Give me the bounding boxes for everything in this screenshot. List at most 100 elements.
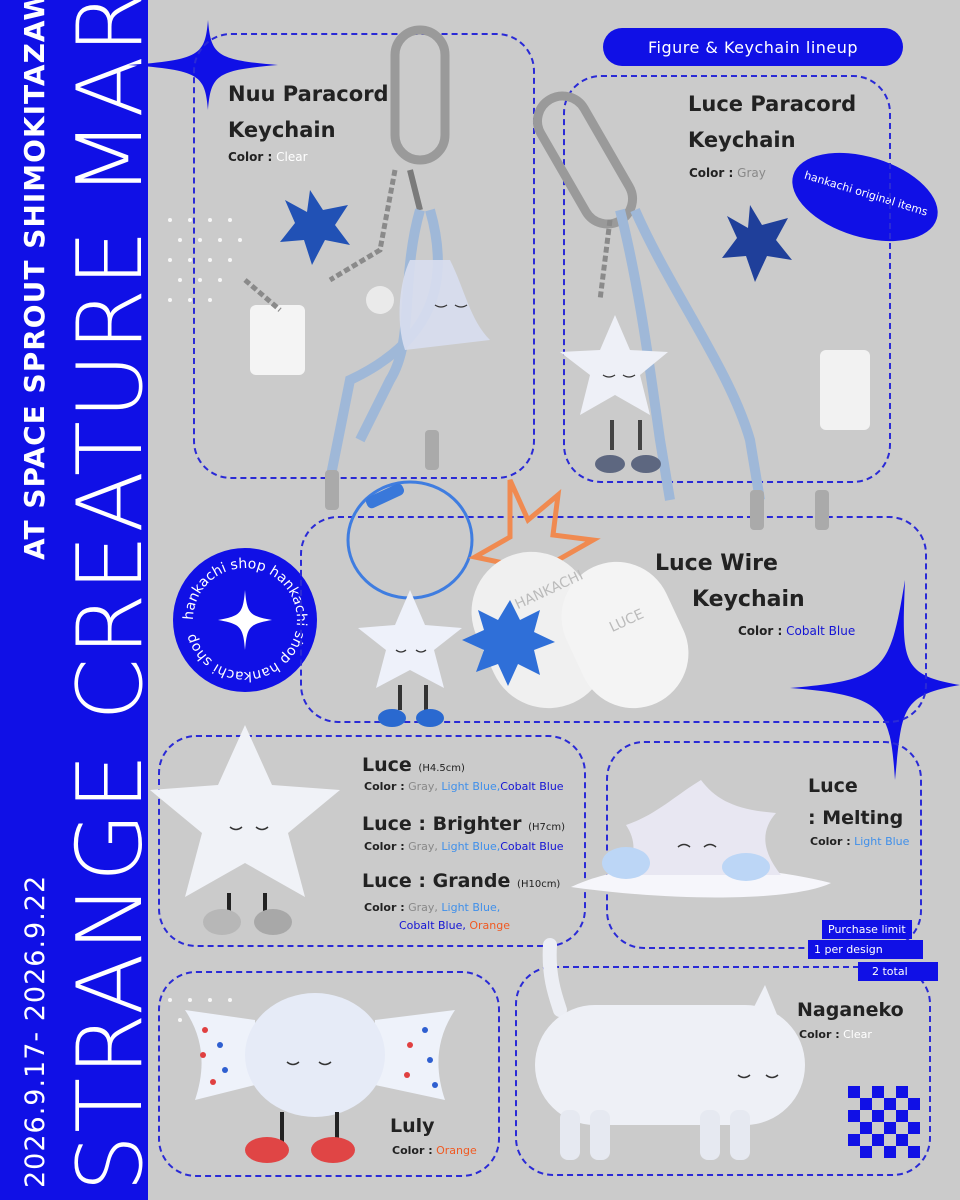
luce-brighter-name-text: Luce : Brighter — [362, 813, 522, 835]
naganeko-color-line: Color : Clear — [799, 1028, 872, 1041]
purchase-limit-block: Purchase limit 1 per design 2 total — [800, 920, 940, 988]
checker-cell — [896, 1146, 908, 1158]
purchase-limit-line2: 1 per design — [808, 940, 923, 959]
checker-cell — [872, 1098, 884, 1110]
checker-cell — [908, 1122, 920, 1134]
luce-grande-color-gray: Gray, — [408, 901, 438, 914]
luce-figure-image — [150, 725, 340, 935]
sidebar-band: AT SPACE SPROUT SHIMOKITAZAWA STRANGE CR… — [0, 0, 163, 1200]
nuu-keychain-box — [193, 33, 535, 479]
luly-image — [185, 993, 455, 1163]
purchase-limit-line1: Purchase limit — [822, 920, 912, 939]
luce-brighter-name: Luce : Brighter (H7cm) — [362, 812, 565, 840]
luce-wire-keychain-image: HANKACHI LUCE — [346, 478, 689, 727]
dot-grid-decoration — [168, 218, 242, 302]
naganeko-name: Naganeko — [797, 999, 904, 1021]
luce-size: (H4.5cm) — [418, 763, 465, 774]
luly-box — [158, 971, 500, 1177]
checker-cell — [896, 1134, 908, 1146]
naganeko-color-label: Color : — [799, 1028, 840, 1041]
luce-wire-color-label: Color : — [738, 624, 783, 638]
checker-cell — [884, 1110, 896, 1122]
nuu-name: Nuu Paracord Keychain — [228, 76, 389, 148]
luly-name: Luly — [390, 1115, 435, 1137]
nuu-color-values: Clear — [276, 150, 308, 164]
lineup-header-pill: Figure & Keychain lineup — [603, 28, 903, 66]
luce-wire-name-line1: Luce Wire — [655, 551, 778, 576]
luly-color-line: Color : Orange — [392, 1144, 477, 1157]
sparkle-icon-large — [790, 580, 960, 780]
luce-grande-size: (H10cm) — [517, 879, 561, 890]
luce-color-lightblue: Light Blue, — [441, 780, 501, 793]
checker-cell — [848, 1146, 860, 1158]
luce-grande-color-cobalt: Cobalt Blue, — [399, 919, 466, 932]
checker-cell — [896, 1122, 908, 1134]
luce-color-cobalt: Cobalt Blue — [500, 780, 564, 793]
luce-color-gray: Gray, — [408, 780, 438, 793]
luce-brighter-color-gray: Gray, — [408, 840, 438, 853]
nuu-keychain-image — [243, 25, 490, 510]
checker-cell — [848, 1134, 860, 1146]
naganeko-image — [535, 938, 805, 1160]
luce-wire-name-line2: Keychain — [692, 587, 805, 612]
luce-wire-name: Luce Wire Keychain — [655, 546, 805, 618]
checker-cell — [848, 1098, 860, 1110]
purchase-limit-line3: 2 total — [858, 962, 938, 981]
luce-grande-color-orange: Orange — [469, 919, 510, 932]
checker-cell — [860, 1122, 872, 1134]
checker-cell — [896, 1098, 908, 1110]
checker-cell — [860, 1134, 872, 1146]
checker-cell — [884, 1098, 896, 1110]
luce-paracord-box — [563, 75, 891, 483]
luce-melting-name-line1: Luce — [808, 775, 858, 797]
luce-brighter-color-cobalt: Cobalt Blue — [500, 840, 564, 853]
checker-cell — [908, 1086, 920, 1098]
luce-melting-name: Luce : Melting — [808, 770, 903, 834]
luce-color-line: Color : Gray, Light Blue,Cobalt Blue — [364, 780, 564, 793]
luce-grande-name-text: Luce : Grande — [362, 870, 511, 892]
luce-paracord-color-label: Color : — [689, 166, 734, 180]
luce-color-label: Color : — [364, 780, 405, 793]
checker-cell — [860, 1086, 872, 1098]
luce-melting-color-label: Color : — [810, 835, 851, 848]
luce-melting-name-line2: : Melting — [808, 807, 904, 829]
luce-brighter-color-lightblue: Light Blue, — [441, 840, 501, 853]
luce-paracord-keychain-image — [533, 91, 870, 530]
luce-grande-color-lightblue: Light Blue, — [441, 901, 501, 914]
checker-cell — [872, 1086, 884, 1098]
checkerboard-decoration — [848, 1086, 920, 1158]
luly-color-label: Color : — [392, 1144, 433, 1157]
checker-cell — [884, 1146, 896, 1158]
luce-wire-color-line: Color : Cobalt Blue — [738, 624, 855, 638]
checker-cell — [908, 1098, 920, 1110]
event-dates: 2026.9.17- 2026.9.22 — [20, 874, 51, 1188]
checker-cell — [896, 1110, 908, 1122]
checker-cell — [872, 1134, 884, 1146]
nuu-color-line: Color : Clear — [228, 150, 308, 164]
event-title: STRANGE CREATURE MARKET — [58, 0, 163, 1192]
checker-cell — [884, 1134, 896, 1146]
luce-name-text: Luce — [362, 754, 412, 776]
nuu-color-label: Color : — [228, 150, 273, 164]
checker-cell — [908, 1110, 920, 1122]
checker-cell — [848, 1086, 860, 1098]
venue-text: AT SPACE SPROUT SHIMOKITAZAWA — [18, 0, 51, 560]
luce-paracord-name-line1: Luce Paracord — [688, 92, 857, 116]
luce-brighter-color-label: Color : — [364, 840, 405, 853]
checker-cell — [860, 1098, 872, 1110]
luce-paracord-color-line: Color : Gray — [689, 166, 766, 180]
checker-cell — [872, 1122, 884, 1134]
luce-paracord-name: Luce Paracord Keychain — [688, 86, 856, 158]
checker-cell — [848, 1110, 860, 1122]
luce-wire-box — [300, 516, 927, 723]
checker-cell — [908, 1134, 920, 1146]
luce-figures-box — [158, 735, 586, 947]
nuu-name-line1: Nuu Paracord — [228, 82, 389, 106]
luce-paracord-color-values: Gray — [737, 166, 766, 180]
checker-cell — [860, 1110, 872, 1122]
checker-cell — [872, 1110, 884, 1122]
shop-ring-badge: hankachi shop hankachi shop hankachi sho… — [173, 548, 317, 692]
luce-melting-color-line: Color : Light Blue — [810, 835, 909, 848]
luce-grande-name: Luce : Grande (H10cm) — [362, 869, 560, 897]
